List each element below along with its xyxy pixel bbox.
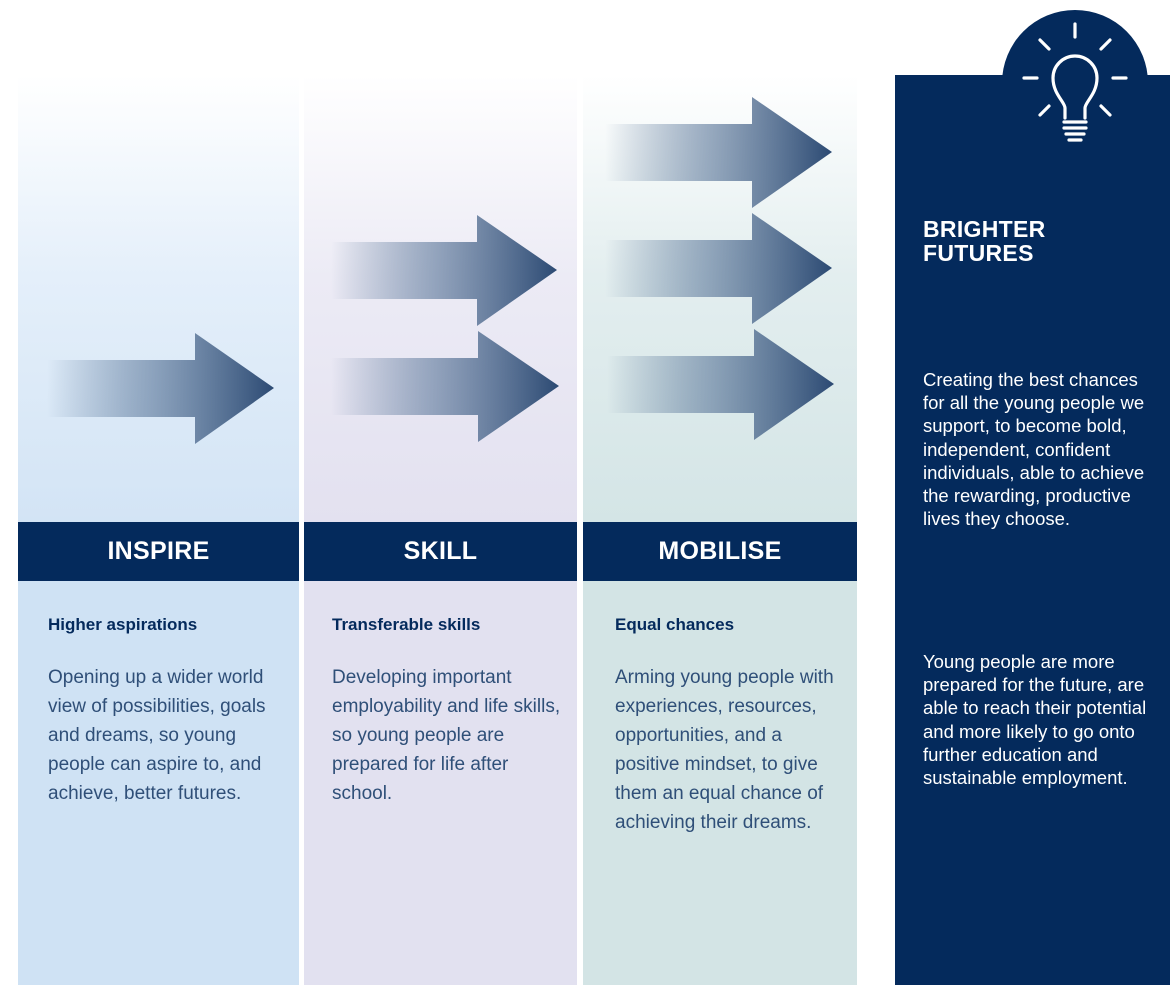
panel-paragraph-1: Creating the best chances for all the yo… — [923, 369, 1145, 530]
panel-title: BRIGHTER FUTURES — [923, 216, 1046, 266]
column-mobilise-subtitle: Equal chances — [615, 615, 735, 634]
column-skill-header: SKILL — [304, 522, 577, 581]
panel-paragraph-2: Young people are more prepared for the f… — [923, 651, 1147, 789]
column-inspire-arrow-area — [18, 75, 299, 522]
column-skill-content: Transferable skills Developing important… — [304, 581, 577, 985]
column-inspire-header: INSPIRE — [18, 522, 299, 581]
lightbulb-icon — [1022, 22, 1128, 142]
column-skill-subtitle: Transferable skills — [332, 615, 481, 634]
column-inspire-subtitle: Higher aspirations — [48, 615, 198, 634]
column-mobilise-body: Arming young people with experiences, re… — [615, 667, 834, 833]
arrow-skill-1 — [331, 215, 557, 326]
arrow-mobilise-3 — [607, 329, 834, 440]
progression-arrows — [47, 97, 834, 444]
column-mobilise-header: MOBILISE — [583, 522, 857, 581]
arrow-mobilise-1 — [605, 97, 832, 208]
column-mobilise-content: Equal chances Arming young people with e… — [583, 581, 857, 985]
brighter-futures-panel: BRIGHTER FUTURES Creating the best chanc… — [895, 75, 1170, 985]
column-inspire-body: Opening up a wider world view of possibi… — [48, 667, 266, 804]
column-inspire: INSPIRE Higher aspirations Opening up a … — [18, 75, 299, 985]
column-skill: SKILL Transferable skills Developing imp… — [304, 75, 577, 985]
column-skill-body: Developing important employability and l… — [332, 667, 561, 804]
arrow-inspire-1 — [47, 333, 274, 444]
arrow-mobilise-2 — [605, 213, 832, 324]
arrow-skill-2 — [331, 331, 559, 442]
column-inspire-content: Higher aspirations Opening up a wider wo… — [18, 581, 299, 985]
